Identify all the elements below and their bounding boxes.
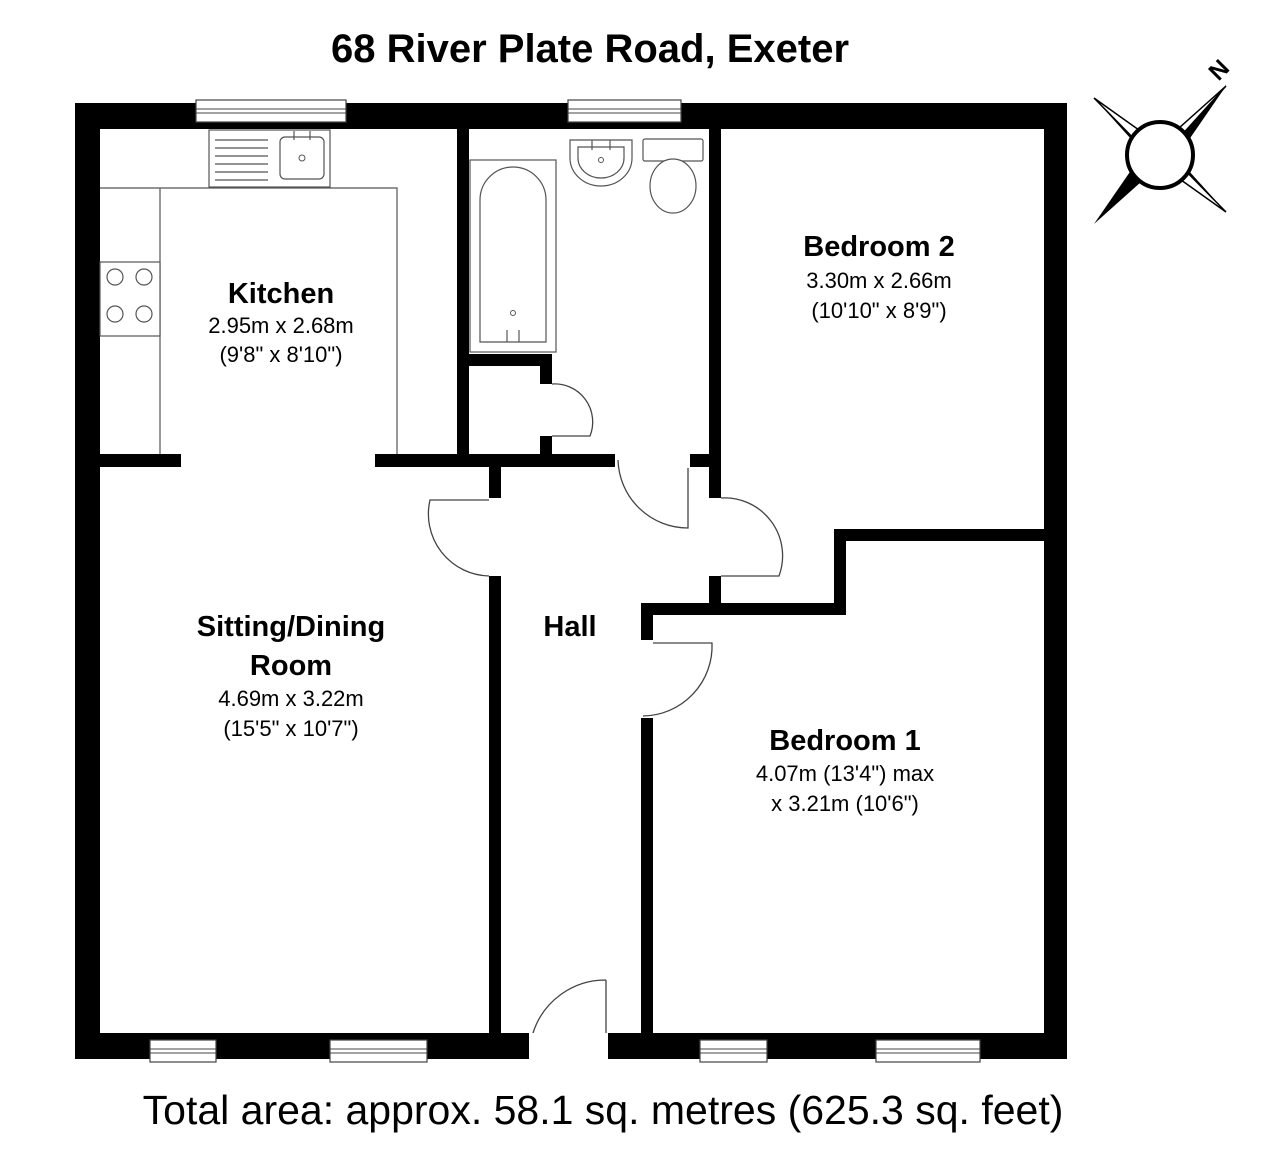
entrance-door (532, 979, 607, 1034)
bathroom-window (567, 99, 682, 123)
room-sitting-dining: Sitting/Dining Room 4.69m x 3.22m (15'5"… (197, 611, 385, 741)
total-area: Total area: approx. 58.1 sq. metres (625… (143, 1087, 1064, 1133)
bedroom2-dim-metric: 3.30m x 2.66m (806, 268, 952, 293)
hob-icon (99, 261, 161, 337)
cupboard-door (551, 383, 594, 437)
kitchen-window (195, 99, 347, 123)
bedroom1-dim-line1: 4.07m (13'4") max (756, 761, 934, 786)
bathroom-fixtures (469, 138, 704, 353)
plan-title: 68 River Plate Road, Exeter (331, 27, 849, 71)
sitting-window-right (329, 1039, 428, 1063)
room-bedroom1: Bedroom 1 4.07m (13'4") max x 3.21m (10'… (756, 725, 934, 816)
bath-icon (469, 159, 557, 353)
room-bedroom2: Bedroom 2 3.30m x 2.66m (10'10" x 8'9") (803, 231, 954, 323)
sink-icon (208, 129, 331, 188)
sitting-dim-metric: 4.69m x 3.22m (218, 686, 364, 711)
bedroom2-name: Bedroom 2 (803, 231, 954, 263)
bedroom1-dim-line2: x 3.21m (10'6") (771, 791, 919, 816)
compass-icon: N (1093, 55, 1235, 224)
kitchen-dim-metric: 2.95m x 2.68m (208, 313, 354, 338)
bedroom1-door (642, 642, 713, 717)
basin-icon (569, 139, 633, 187)
bedroom2-door (720, 497, 784, 577)
room-kitchen: Kitchen 2.95m x 2.68m (9'8" x 8'10") (208, 278, 354, 367)
bedroom1-name: Bedroom 1 (769, 725, 920, 757)
bedroom1-window-left (699, 1039, 768, 1063)
kitchen-dim-imperial: (9'8" x 8'10") (219, 342, 342, 367)
sitting-name-line1: Sitting/Dining (197, 611, 385, 643)
sitting-room-door (427, 499, 490, 577)
windows (149, 99, 981, 1063)
kitchen-name: Kitchen (228, 278, 334, 310)
bedroom1-window-right (875, 1039, 981, 1063)
room-hall: Hall (543, 611, 596, 643)
toilet-icon (642, 138, 704, 214)
sitting-window-left (149, 1039, 217, 1063)
sitting-dim-imperial: (15'5" x 10'7") (223, 716, 358, 741)
bathroom-door (617, 459, 689, 529)
bedroom2-dim-imperial: (10'10" x 8'9") (811, 298, 946, 323)
hall-name: Hall (543, 611, 596, 643)
kitchen-fixtures (99, 129, 398, 454)
compass-north-label: N (1204, 55, 1235, 86)
sitting-name-line2: Room (250, 650, 332, 682)
doors (427, 383, 784, 1034)
